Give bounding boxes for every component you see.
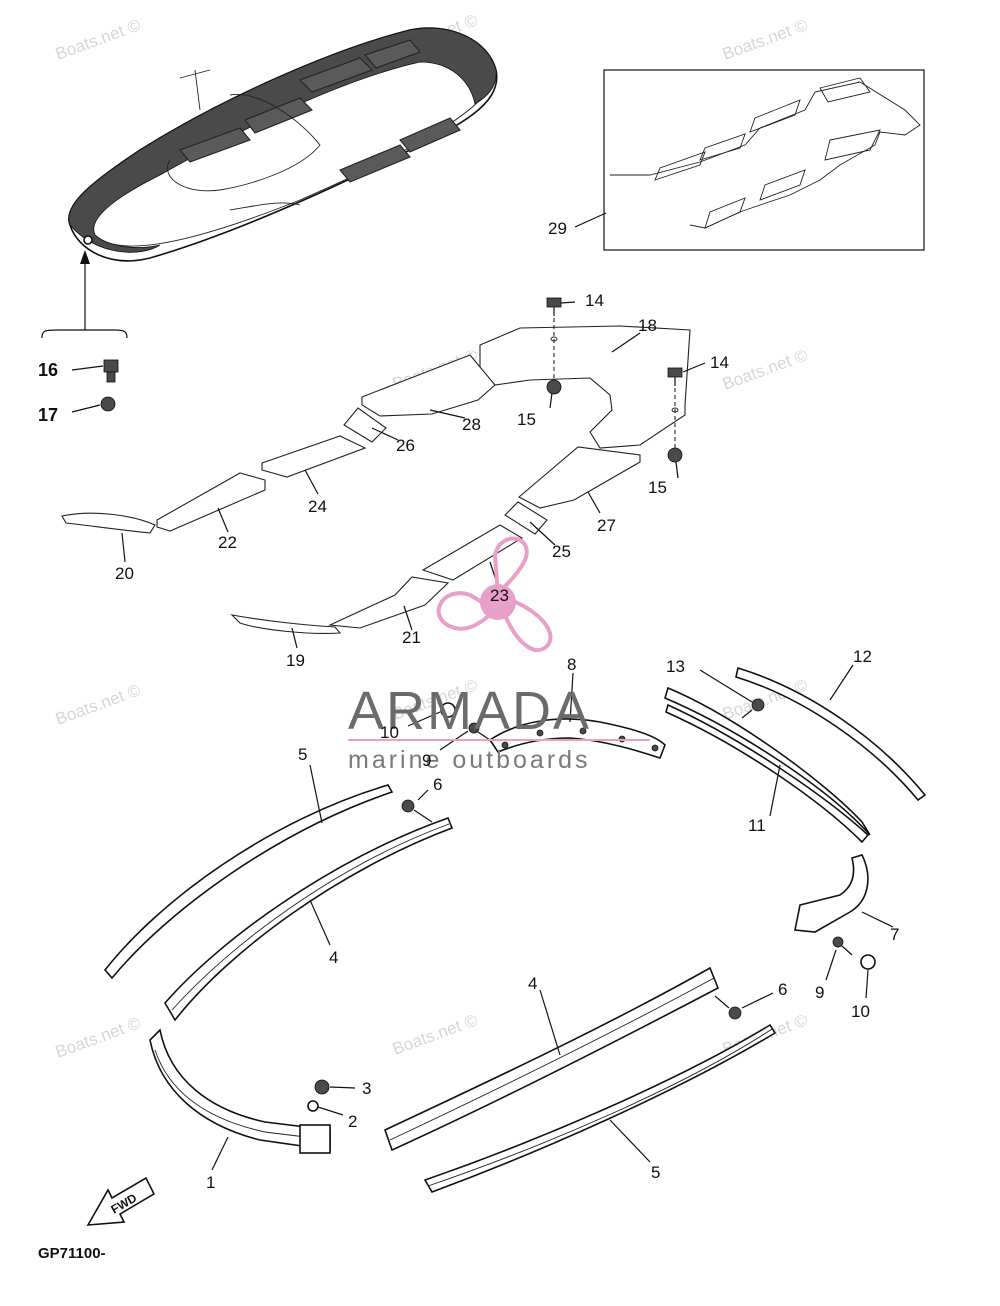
watermark: Boats.net © [53,15,144,63]
watermark: Boats.net © [720,345,811,393]
callout-6: 6 [778,980,787,999]
watermark: Boats.net © [53,680,144,728]
callout-23: 23 [490,586,509,605]
callout-5: 5 [298,745,307,764]
callout-21: 21 [402,628,421,647]
callout-29: 29 [548,219,567,238]
callout-11: 11 [748,816,766,835]
callout-28: 28 [462,415,481,434]
callout-9: 9 [422,751,431,770]
callout-20: 20 [115,564,134,583]
callout-4: 4 [329,948,338,967]
callout-16: 16 [38,360,58,380]
callout-14: 14 [585,291,604,310]
callout-10: 10 [380,723,399,742]
callout-14: 14 [710,353,729,372]
mat-pads [61,325,691,634]
callout-17: 17 [38,405,58,425]
forward-arrow-icon: FWD [86,1176,156,1226]
screws-washers [100,297,683,463]
propeller-icon [436,536,553,653]
callout-25: 25 [552,542,571,561]
callout-15: 15 [517,410,536,429]
armada-logo: ARMADA marine outboards [348,536,650,774]
callout-26: 26 [396,436,415,455]
callout-12: 12 [853,647,872,666]
callout-13: 13 [666,657,685,676]
callout-1: 1 [206,1173,215,1192]
callout-10: 10 [851,1002,870,1021]
callout-4: 4 [528,974,537,993]
callout-8: 8 [567,655,576,674]
inset-box [603,69,925,251]
watermark: Boats.net © [390,1010,481,1058]
bumper-strips [103,666,927,1193]
callout-22: 22 [218,533,237,552]
callout-3: 3 [362,1079,371,1098]
logo-title: ARMADA [348,681,591,741]
watermark: Boats.net © [720,15,811,63]
mount-arrow [41,250,128,339]
callout-6: 6 [433,775,442,794]
callout-5: 5 [651,1163,660,1182]
callout-19: 19 [286,651,305,670]
logo-subtitle: marine outboards [348,746,591,774]
callout-labels: 14 18 14 15 15 16 17 28 26 24 22 20 27 2… [38,291,899,1192]
callout-15: 15 [648,478,667,497]
callout-7: 7 [890,925,899,944]
callout-2: 2 [348,1112,357,1131]
callout-24: 24 [308,497,327,516]
watermark: Boats.net © [53,1013,144,1061]
callout-18: 18 [638,316,657,335]
diagram-code: GP71100- [38,1245,106,1262]
callout-9: 9 [815,983,824,1002]
callout-27: 27 [597,516,616,535]
watercraft-illustration [68,27,498,262]
